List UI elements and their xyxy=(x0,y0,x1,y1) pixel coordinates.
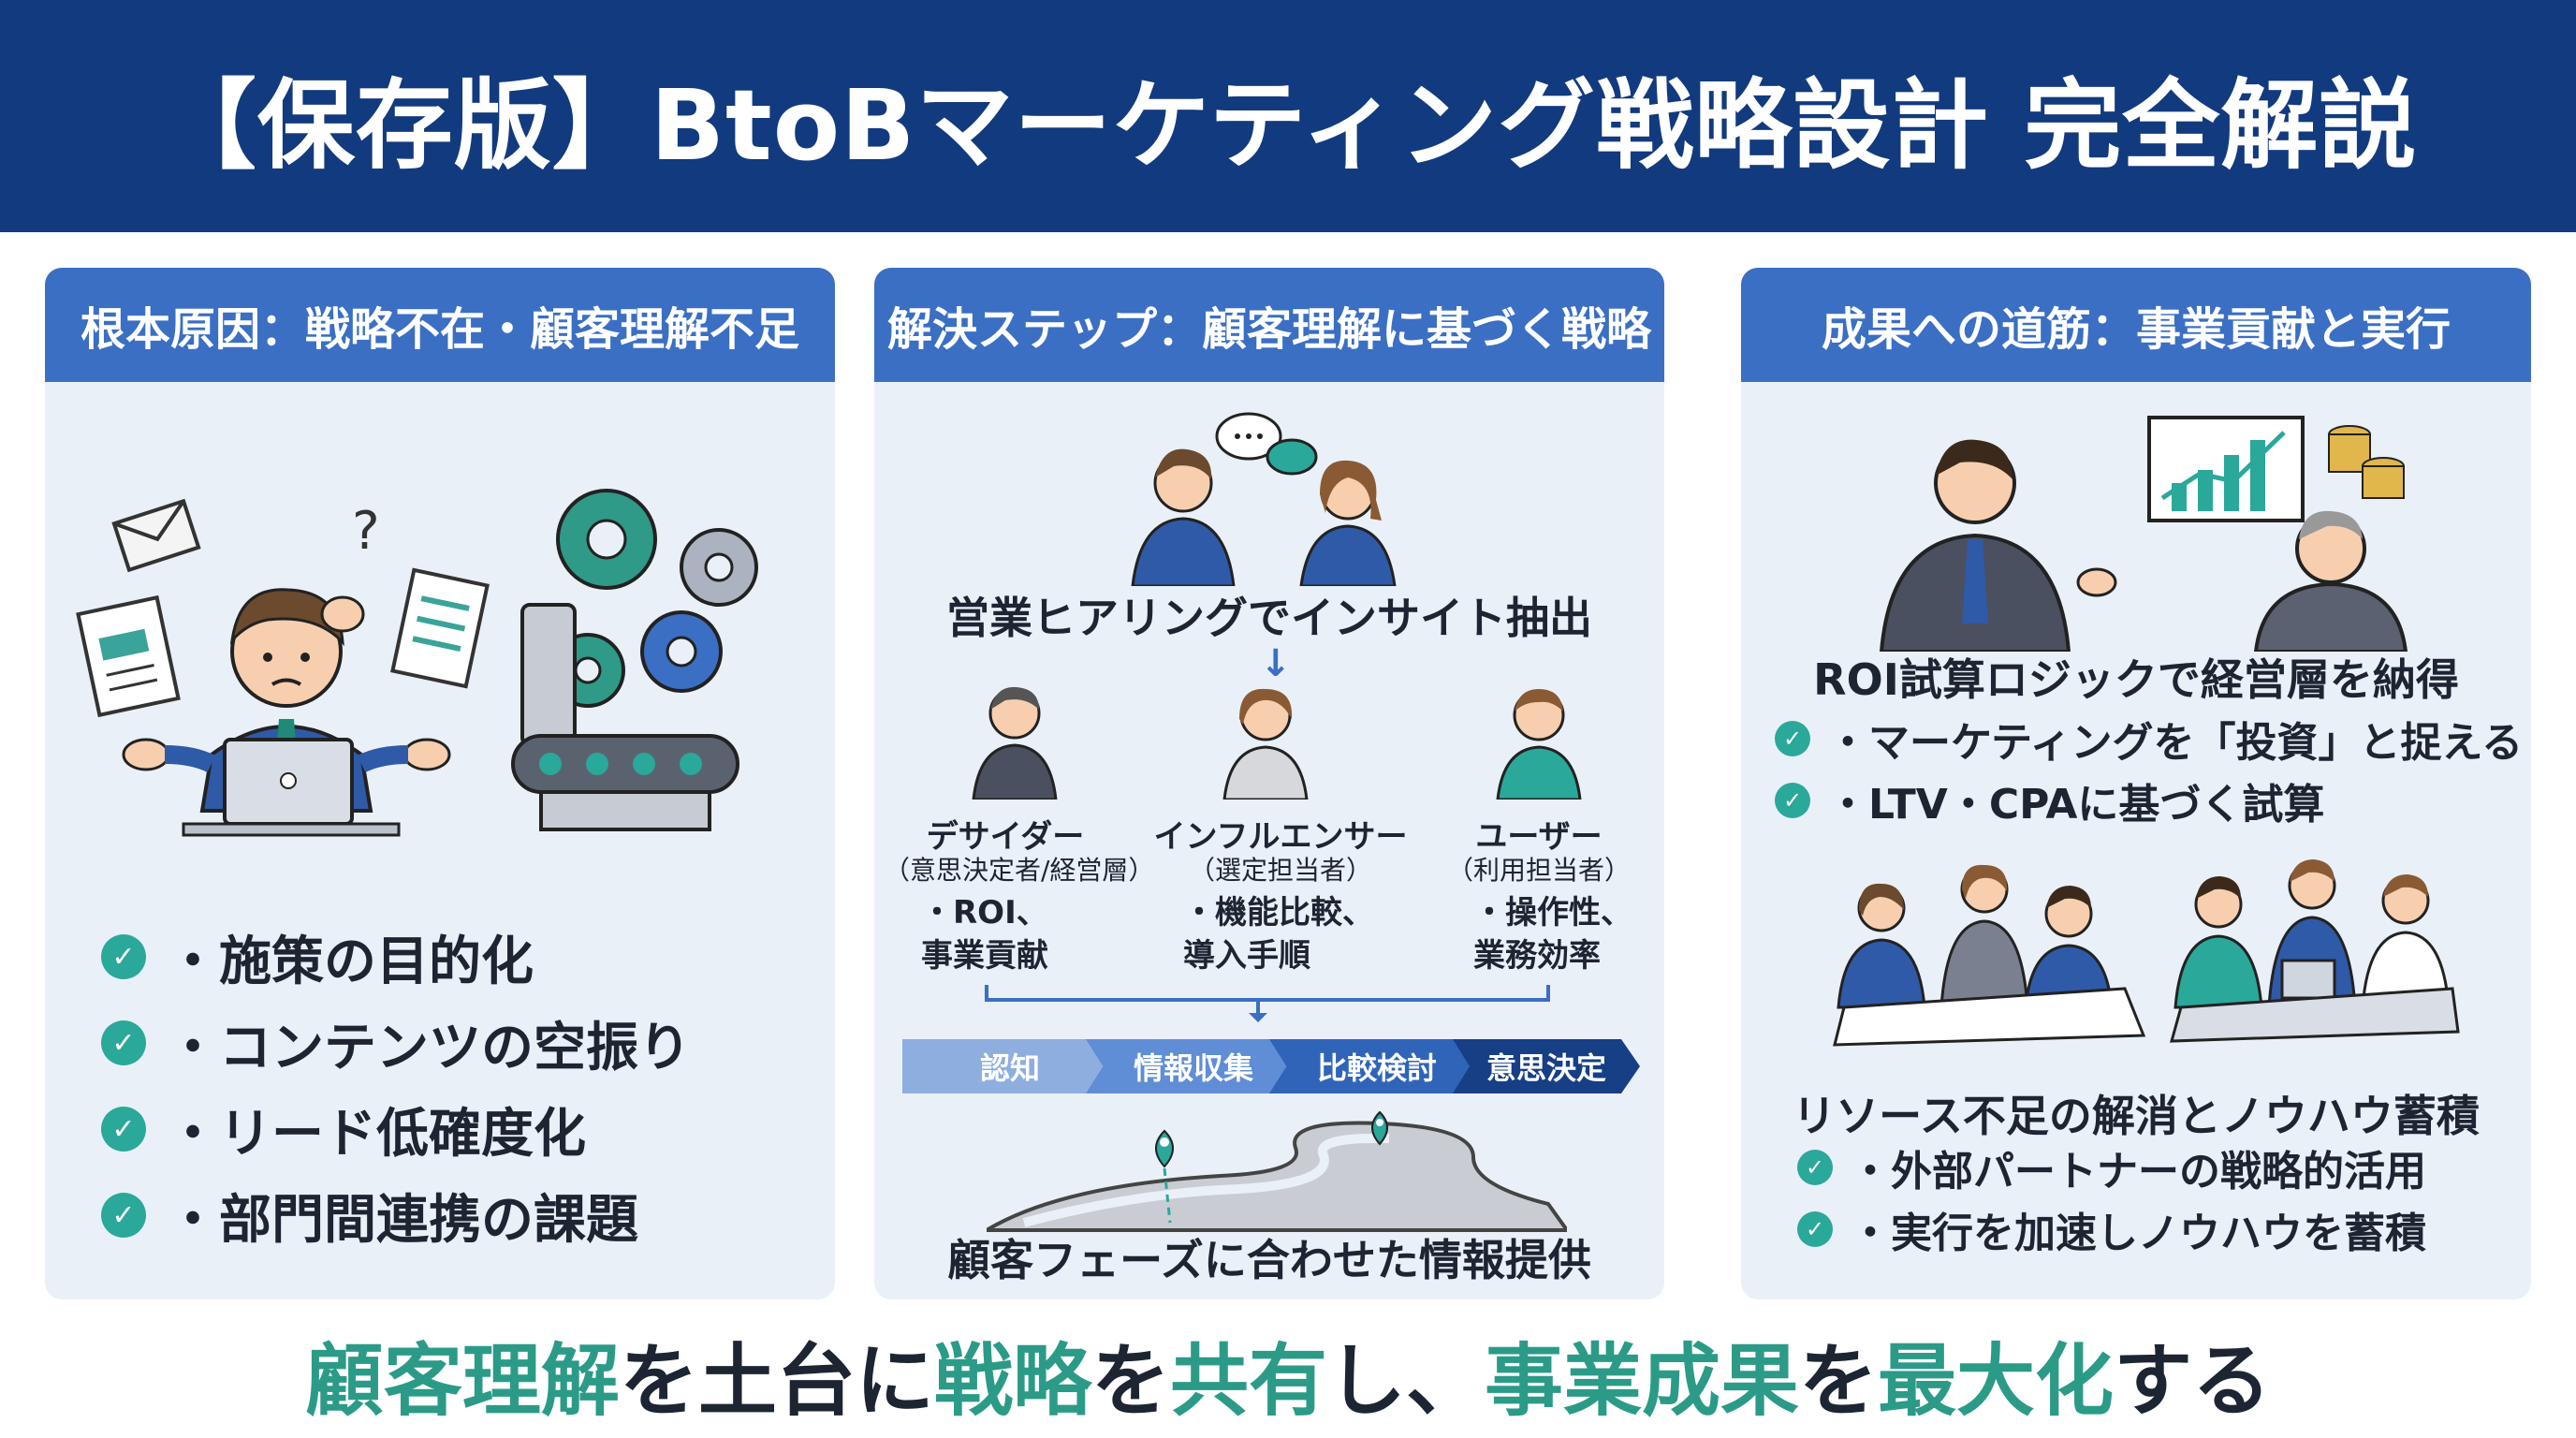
team-collaboration-illustration xyxy=(1833,859,2460,1047)
gear-machine-illustration xyxy=(511,489,758,831)
gear-icon xyxy=(556,489,657,590)
resource-list: ✓・外部パートナーの戦略的活用 ✓・実行を加速しノウハウを蓄積 xyxy=(1797,1137,2426,1260)
panel-result: 成果への道筋：事業貢献と実行 ROI試算ロジックで経営層を納得 ✓・マーケティン… xyxy=(1741,268,2531,1299)
persona-role: （意思決定者/経営層） xyxy=(884,855,1155,886)
persona-role: （選定担当者） xyxy=(1188,855,1372,886)
bottom-tagline: 顧客理解を土台に戦略を共有し、事業成果を最大化する xyxy=(0,1318,2576,1427)
tagline-highlight: 顧客理解 xyxy=(304,1335,620,1427)
decider-avatar xyxy=(972,686,1058,800)
list-item: ✓・施策の目的化 xyxy=(101,914,691,1000)
persona-name: インフルエンサー xyxy=(1153,818,1408,856)
tagline-highlight: 共有 xyxy=(1169,1335,1327,1427)
check-icon: ✓ xyxy=(1797,1211,1833,1247)
title-bar: 【保存版】BtoBマーケティング戦略設計 完全解説 xyxy=(0,0,2576,232)
tagline-highlight: 事業成果 xyxy=(1485,1335,1800,1427)
roi-caption: ROI試算ロジックで経営層を納得 xyxy=(1813,654,2459,705)
list-item: ✓・マーケティングを「投資」と捉える xyxy=(1775,708,2523,770)
chart-icon xyxy=(2147,416,2305,522)
tagline-text: する xyxy=(2114,1335,2272,1427)
check-icon: ✓ xyxy=(1775,783,1810,818)
resource-caption: リソース不足の解消とノウハウ蓄積 xyxy=(1793,1091,2480,1141)
check-icon: ✓ xyxy=(101,934,146,979)
tagline-text: を xyxy=(1090,1335,1170,1427)
persona-role: （利用担当者） xyxy=(1446,855,1631,886)
check-icon: ✓ xyxy=(101,1020,146,1065)
question-mark-icon: ? xyxy=(352,501,380,562)
roi-list: ✓・マーケティングを「投資」と捉える ✓・LTV・CPAに基づく試算 xyxy=(1775,708,2523,831)
tagline-text: を土台に xyxy=(619,1335,934,1427)
confused-worker-illustration: ? xyxy=(76,498,490,837)
persona-note: ・機能比較、導入手順 xyxy=(1183,894,1374,975)
tagline-highlight: 戦略 xyxy=(933,1335,1091,1427)
panel-heading: 根本原因：戦略不在・顧客理解不足 xyxy=(45,268,835,382)
map-pin-icon xyxy=(1371,1110,1388,1146)
panel-root-cause: 根本原因：戦略不在・顧客理解不足 ? xyxy=(45,268,835,1299)
hearing-caption: 営業ヒアリングでインサイト抽出 xyxy=(946,593,1592,643)
gear-icon xyxy=(680,528,758,607)
list-item: ✓・LTV・CPAに基づく試算 xyxy=(1775,770,2523,831)
persona-name: デサイダー xyxy=(926,818,1085,856)
envelope-icon xyxy=(111,498,201,573)
panel-heading: 成果への道筋：事業貢献と実行 xyxy=(1741,268,2531,382)
tagline-text: を xyxy=(1799,1335,1879,1427)
speech-bubble-icon xyxy=(1266,438,1318,476)
laptop-icon xyxy=(182,738,401,837)
journey-road-illustration xyxy=(987,1110,1567,1232)
speech-bubble-icon xyxy=(1215,412,1282,461)
customer-journey-stages: 認知 情報収集 比較検討 意思決定 xyxy=(902,1039,1642,1093)
check-icon: ✓ xyxy=(101,1193,146,1238)
list-item: ✓・実行を加速しノウハウを蓄積 xyxy=(1797,1198,2426,1260)
panel-heading: 解決ステップ：顧客理解に基づく戦略 xyxy=(874,268,1664,382)
check-icon: ✓ xyxy=(1775,721,1810,756)
list-item: ✓・部門間連携の課題 xyxy=(101,1172,691,1258)
check-icon: ✓ xyxy=(1797,1150,1833,1185)
list-item: ✓・リード低確度化 xyxy=(101,1086,691,1172)
persona-name: ユーザー xyxy=(1475,818,1603,856)
roi-presentation-illustration xyxy=(1879,416,2408,652)
map-pin-icon xyxy=(1155,1129,1174,1168)
user-avatar xyxy=(1496,689,1582,800)
journey-caption: 顧客フェーズに合わせた情報提供 xyxy=(947,1235,1591,1285)
list-item: ✓・コンテンツの空振り xyxy=(101,1000,691,1086)
list-item: ✓・外部パートナーの戦略的活用 xyxy=(1797,1137,2426,1198)
tagline-text: し、 xyxy=(1327,1335,1486,1427)
gear-icon xyxy=(640,610,723,693)
hearing-illustration xyxy=(1131,412,1397,586)
document-icon xyxy=(76,594,181,718)
influencer-avatar xyxy=(1222,688,1309,800)
stage-information-gathering: 情報収集 xyxy=(1086,1039,1301,1093)
arrow-down-icon: ↓ xyxy=(1260,642,1292,685)
persona-note: ・操作性、業務効率 xyxy=(1473,894,1632,975)
stage-comparison: 比較検討 xyxy=(1269,1039,1485,1093)
panel-solution: 解決ステップ：顧客理解に基づく戦略 営業ヒアリングでインサイト抽出 ↓ デサイダ… xyxy=(874,268,1664,1299)
tagline-highlight: 最大化 xyxy=(1878,1335,2115,1427)
stage-awareness: 認知 xyxy=(902,1039,1118,1093)
document-icon xyxy=(390,567,490,689)
cause-list: ✓・施策の目的化 ✓・コンテンツの空振り ✓・リード低確度化 ✓・部門間連携の課… xyxy=(101,914,691,1258)
persona-connector xyxy=(985,985,1550,1022)
stage-decision: 意思決定 xyxy=(1453,1039,1640,1093)
page-title: 【保存版】BtoBマーケティング戦略設計 完全解説 xyxy=(158,67,2418,183)
check-icon: ✓ xyxy=(101,1107,146,1152)
coins-icon xyxy=(2328,425,2405,499)
persona-note: ・ROI、事業貢献 xyxy=(921,894,1048,975)
